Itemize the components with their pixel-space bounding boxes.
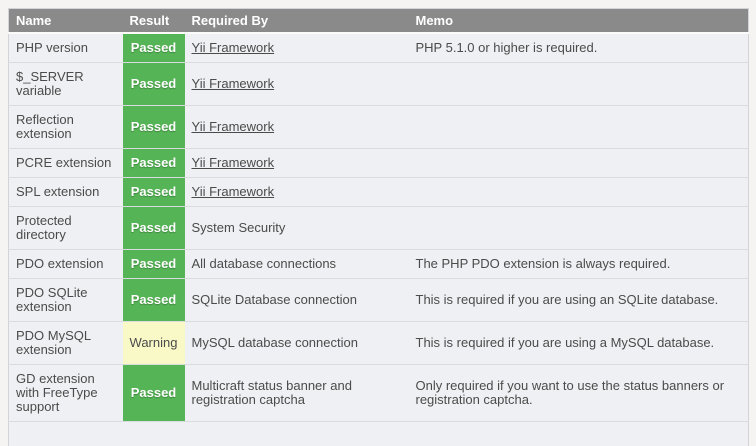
requirement-memo xyxy=(408,177,749,207)
table-row: $_SERVER variable Passed Yii Framework xyxy=(8,62,749,106)
required-by-link[interactable]: Yii Framework xyxy=(191,40,275,55)
requirement-memo xyxy=(408,421,749,446)
required-by-cell: System Security xyxy=(184,206,409,250)
required-by-cell: SQLite Database connection xyxy=(184,278,409,322)
requirement-name: GD extension with FreeType support xyxy=(8,364,123,422)
requirement-memo xyxy=(408,206,749,250)
requirement-memo xyxy=(408,105,749,149)
required-by-link[interactable]: Yii Framework xyxy=(191,119,275,134)
result-badge: Passed xyxy=(122,278,185,322)
requirement-memo: PHP 5.1.0 or higher is required. xyxy=(408,33,749,63)
requirement-name: Protected directory xyxy=(8,206,123,250)
column-header-name: Name xyxy=(8,8,123,34)
requirement-name: SPL extension xyxy=(8,177,123,207)
required-by-link[interactable]: Yii Framework xyxy=(191,155,275,170)
result-badge: Passed xyxy=(122,177,185,207)
requirement-memo: The PHP PDO extension is always required… xyxy=(408,249,749,279)
requirement-memo: This is required if you are using a MySQ… xyxy=(408,321,749,365)
required-by-text: All database connections xyxy=(191,256,337,271)
required-by-link[interactable]: Yii Framework xyxy=(191,184,275,199)
table-row-clipped xyxy=(8,421,749,446)
required-by-text: Multicraft status banner and registratio… xyxy=(191,378,352,407)
required-by-cell: Yii Framework xyxy=(184,33,409,63)
required-by-cell: Yii Framework xyxy=(184,105,409,149)
required-by-cell: All database connections xyxy=(184,249,409,279)
required-by-cell: Yii Framework xyxy=(184,148,409,178)
result-badge: Passed xyxy=(122,148,185,178)
requirement-memo xyxy=(408,62,749,106)
required-by-cell: Yii Framework xyxy=(184,177,409,207)
requirement-name: $_SERVER variable xyxy=(8,62,123,106)
required-by-cell: MySQL database connection xyxy=(184,321,409,365)
column-header-result: Result xyxy=(122,8,185,34)
requirement-name: PDO SQLite extension xyxy=(8,278,123,322)
result-badge: Passed xyxy=(122,364,185,422)
requirement-name: Reflection extension xyxy=(8,105,123,149)
table-row: PHP version Passed Yii Framework PHP 5.1… xyxy=(8,33,749,63)
requirement-name: PHP version xyxy=(8,33,123,63)
result-badge: Passed xyxy=(122,105,185,149)
table-row: PDO MySQL extension Warning MySQL databa… xyxy=(8,321,749,365)
table-row: Reflection extension Passed Yii Framewor… xyxy=(8,105,749,149)
requirement-name: PDO extension xyxy=(8,249,123,279)
required-by-text: MySQL database connection xyxy=(191,335,358,350)
requirements-table: Name Result Required By Memo PHP version… xyxy=(8,8,749,446)
result-badge: Passed xyxy=(122,206,185,250)
table-row: SPL extension Passed Yii Framework xyxy=(8,177,749,207)
requirement-memo: Only required if you want to use the sta… xyxy=(408,364,749,422)
required-by-link[interactable]: Yii Framework xyxy=(191,76,275,91)
table-row: GD extension with FreeType support Passe… xyxy=(8,364,749,422)
column-header-memo: Memo xyxy=(408,8,749,34)
requirement-name: PDO MySQL extension xyxy=(8,321,123,365)
required-by-text: SQLite Database connection xyxy=(191,292,358,307)
table-row: PDO SQLite extension Passed SQLite Datab… xyxy=(8,278,749,322)
table-row: PDO extension Passed All database connec… xyxy=(8,249,749,279)
table-row: PCRE extension Passed Yii Framework xyxy=(8,148,749,178)
result-badge: Warning xyxy=(122,321,185,365)
requirement-memo: This is required if you are using an SQL… xyxy=(408,278,749,322)
required-by-text: System Security xyxy=(191,220,286,235)
requirement-name xyxy=(8,421,123,446)
column-header-required-by: Required By xyxy=(184,8,409,34)
table-row: Protected directory Passed System Securi… xyxy=(8,206,749,250)
result-badge: Passed xyxy=(122,62,185,106)
required-by-cell xyxy=(184,421,409,446)
requirement-name: PCRE extension xyxy=(8,148,123,178)
result-badge: Passed xyxy=(122,249,185,279)
required-by-cell: Yii Framework xyxy=(184,62,409,106)
result-badge xyxy=(122,421,185,446)
result-badge: Passed xyxy=(122,33,185,63)
required-by-cell: Multicraft status banner and registratio… xyxy=(184,364,409,422)
table-header-row: Name Result Required By Memo xyxy=(8,8,749,34)
requirement-memo xyxy=(408,148,749,178)
